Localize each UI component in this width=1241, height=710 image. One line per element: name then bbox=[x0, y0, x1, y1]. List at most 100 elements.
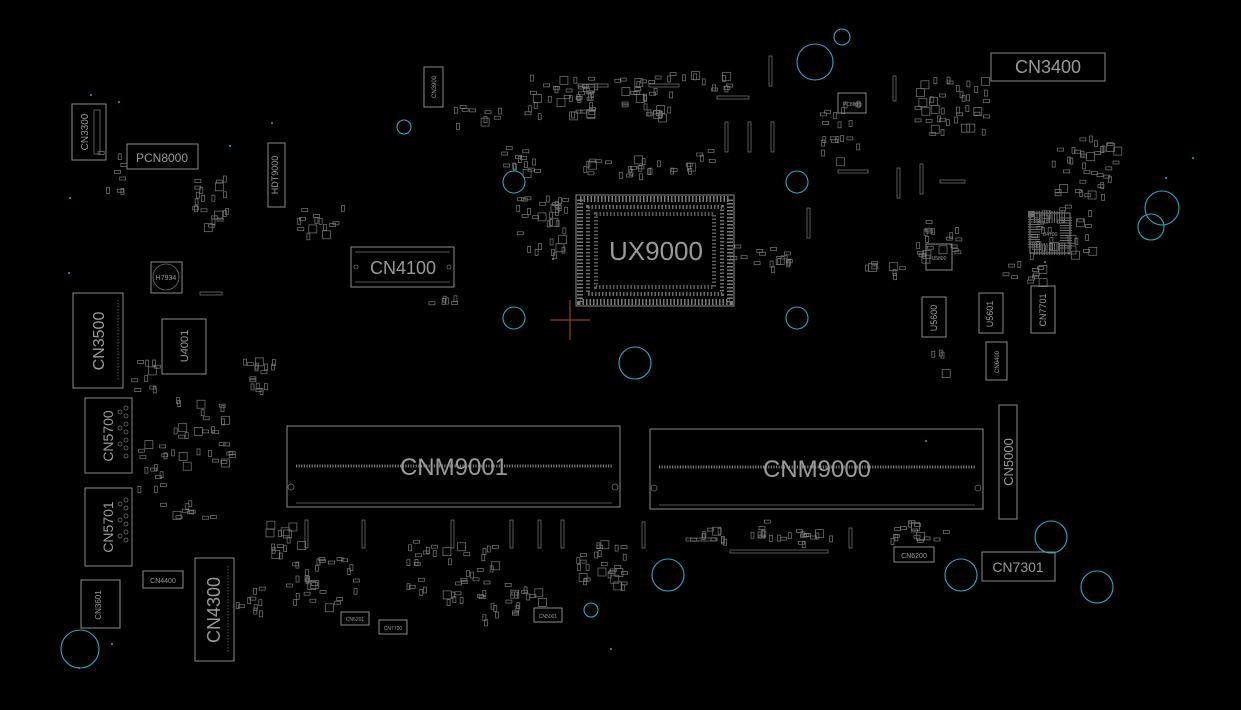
passive-component bbox=[481, 554, 486, 561]
ic-u5601[interactable]: U5601 bbox=[978, 292, 1004, 334]
connector-cn3900[interactable]: CN3900 bbox=[423, 66, 444, 108]
pad-strip bbox=[685, 537, 717, 542]
connector-strip bbox=[896, 167, 901, 199]
connector-cn5001[interactable]: CN5001 bbox=[533, 607, 563, 623]
passive-component bbox=[658, 113, 667, 123]
passive-component bbox=[775, 256, 785, 265]
memory-slot-cnm9001[interactable]: CNM9001 bbox=[286, 425, 621, 508]
passive-component bbox=[643, 93, 647, 101]
passive-component bbox=[1074, 149, 1081, 154]
passive-component bbox=[637, 165, 645, 170]
passive-component bbox=[641, 158, 646, 166]
connector-cn6400[interactable]: CN6400 bbox=[985, 341, 1008, 381]
passive-component bbox=[917, 250, 924, 255]
connector-cn3300[interactable]: CN3300 bbox=[71, 103, 107, 161]
passive-component bbox=[334, 600, 341, 605]
passive-component bbox=[202, 515, 210, 520]
passive-component bbox=[297, 541, 307, 550]
passive-component bbox=[469, 108, 476, 113]
passive-component bbox=[740, 255, 748, 260]
connector-cn4400[interactable]: CN4400 bbox=[142, 570, 184, 589]
passive-component bbox=[1088, 246, 1098, 256]
ic-u5600[interactable]: U5600 bbox=[921, 296, 947, 338]
ic-u4001[interactable]: U4001 bbox=[161, 318, 207, 375]
passive-component bbox=[137, 448, 145, 453]
passive-component bbox=[937, 115, 941, 123]
passive-component bbox=[533, 102, 538, 109]
passive-component bbox=[669, 72, 677, 76]
connector-strip bbox=[747, 121, 752, 153]
connector-cn5201[interactable]: CN5201 bbox=[340, 611, 370, 626]
passive-component bbox=[223, 191, 227, 199]
passive-component bbox=[486, 545, 491, 553]
passive-component bbox=[441, 298, 446, 305]
passive-component bbox=[1054, 189, 1062, 193]
passive-component bbox=[235, 602, 240, 609]
passive-component bbox=[523, 586, 528, 594]
connector-cn7700[interactable]: CN7700 bbox=[378, 619, 408, 635]
component-hdt9000[interactable]: HDT9000 bbox=[267, 142, 286, 208]
passive-component bbox=[594, 551, 598, 559]
passive-component bbox=[1035, 240, 1040, 248]
passive-component bbox=[846, 136, 854, 141]
passive-component bbox=[657, 160, 661, 168]
passive-component bbox=[238, 604, 245, 609]
passive-component bbox=[801, 541, 806, 548]
connector-cn7301[interactable]: CN7301 bbox=[981, 551, 1056, 582]
passive-component bbox=[194, 198, 199, 206]
cn6400-label: CN6400 bbox=[995, 350, 1001, 373]
passive-component bbox=[226, 451, 234, 456]
passive-component bbox=[578, 91, 585, 96]
connector-cn7701[interactable]: CN7701 bbox=[1030, 285, 1056, 334]
passive-component bbox=[532, 215, 540, 220]
passive-component bbox=[822, 121, 830, 125]
passive-component bbox=[546, 220, 551, 228]
connector-cn5701[interactable]: CN5701 bbox=[84, 487, 133, 567]
passive-component bbox=[223, 442, 231, 447]
connector-strip bbox=[450, 519, 455, 549]
passive-component bbox=[621, 101, 629, 106]
passive-component bbox=[288, 522, 298, 532]
passive-component bbox=[301, 208, 309, 212]
connector-cn3601[interactable]: CN3601 bbox=[80, 579, 121, 629]
passive-component bbox=[406, 559, 411, 567]
passive-component bbox=[249, 376, 257, 381]
passive-component bbox=[871, 265, 879, 270]
passive-component bbox=[445, 297, 449, 305]
passive-component bbox=[804, 532, 811, 537]
connector-cn3500[interactable]: CN3500 bbox=[72, 292, 124, 389]
passive-component bbox=[892, 269, 897, 276]
passive-component bbox=[576, 557, 581, 564]
passive-component bbox=[432, 550, 437, 557]
connector-strip bbox=[770, 121, 775, 153]
passive-component bbox=[1106, 143, 1115, 152]
passive-component bbox=[555, 220, 560, 227]
connector-cn3400[interactable]: CN3400 bbox=[990, 52, 1106, 82]
connector-cn4100[interactable]: CN4100 bbox=[350, 246, 455, 288]
connector-pcn8000[interactable]: PCN8000 bbox=[126, 143, 199, 170]
component-pc8600[interactable]: PC8600 bbox=[837, 92, 867, 114]
passive-component bbox=[117, 153, 122, 161]
memory-slot-cnm9000[interactable]: CNM9000 bbox=[649, 428, 984, 510]
passive-component bbox=[596, 544, 604, 549]
passive-component bbox=[973, 107, 983, 116]
passive-component bbox=[1103, 174, 1111, 179]
passive-component bbox=[524, 161, 528, 168]
passive-component bbox=[539, 201, 547, 206]
cpu-ux9000[interactable]: UX9000 bbox=[575, 194, 735, 307]
pcn8000-label: PCN8000 bbox=[136, 151, 188, 165]
passive-component bbox=[712, 526, 722, 536]
passive-component bbox=[460, 577, 468, 582]
connector-cn5700[interactable]: CN5700 bbox=[84, 397, 133, 474]
passive-component bbox=[577, 564, 581, 571]
connector-cn4300[interactable]: CN4300 bbox=[194, 557, 235, 662]
connector-cn6200[interactable]: CN6200 bbox=[893, 546, 935, 563]
passive-component bbox=[576, 94, 581, 101]
passive-component bbox=[188, 509, 196, 514]
connector-cn5000[interactable]: CN5000 bbox=[998, 404, 1018, 520]
passive-component bbox=[208, 223, 215, 228]
connector-strip bbox=[768, 55, 773, 87]
component-h7934[interactable]: H7934 bbox=[150, 261, 183, 294]
ic-u5800[interactable]: U5800 bbox=[925, 243, 953, 271]
